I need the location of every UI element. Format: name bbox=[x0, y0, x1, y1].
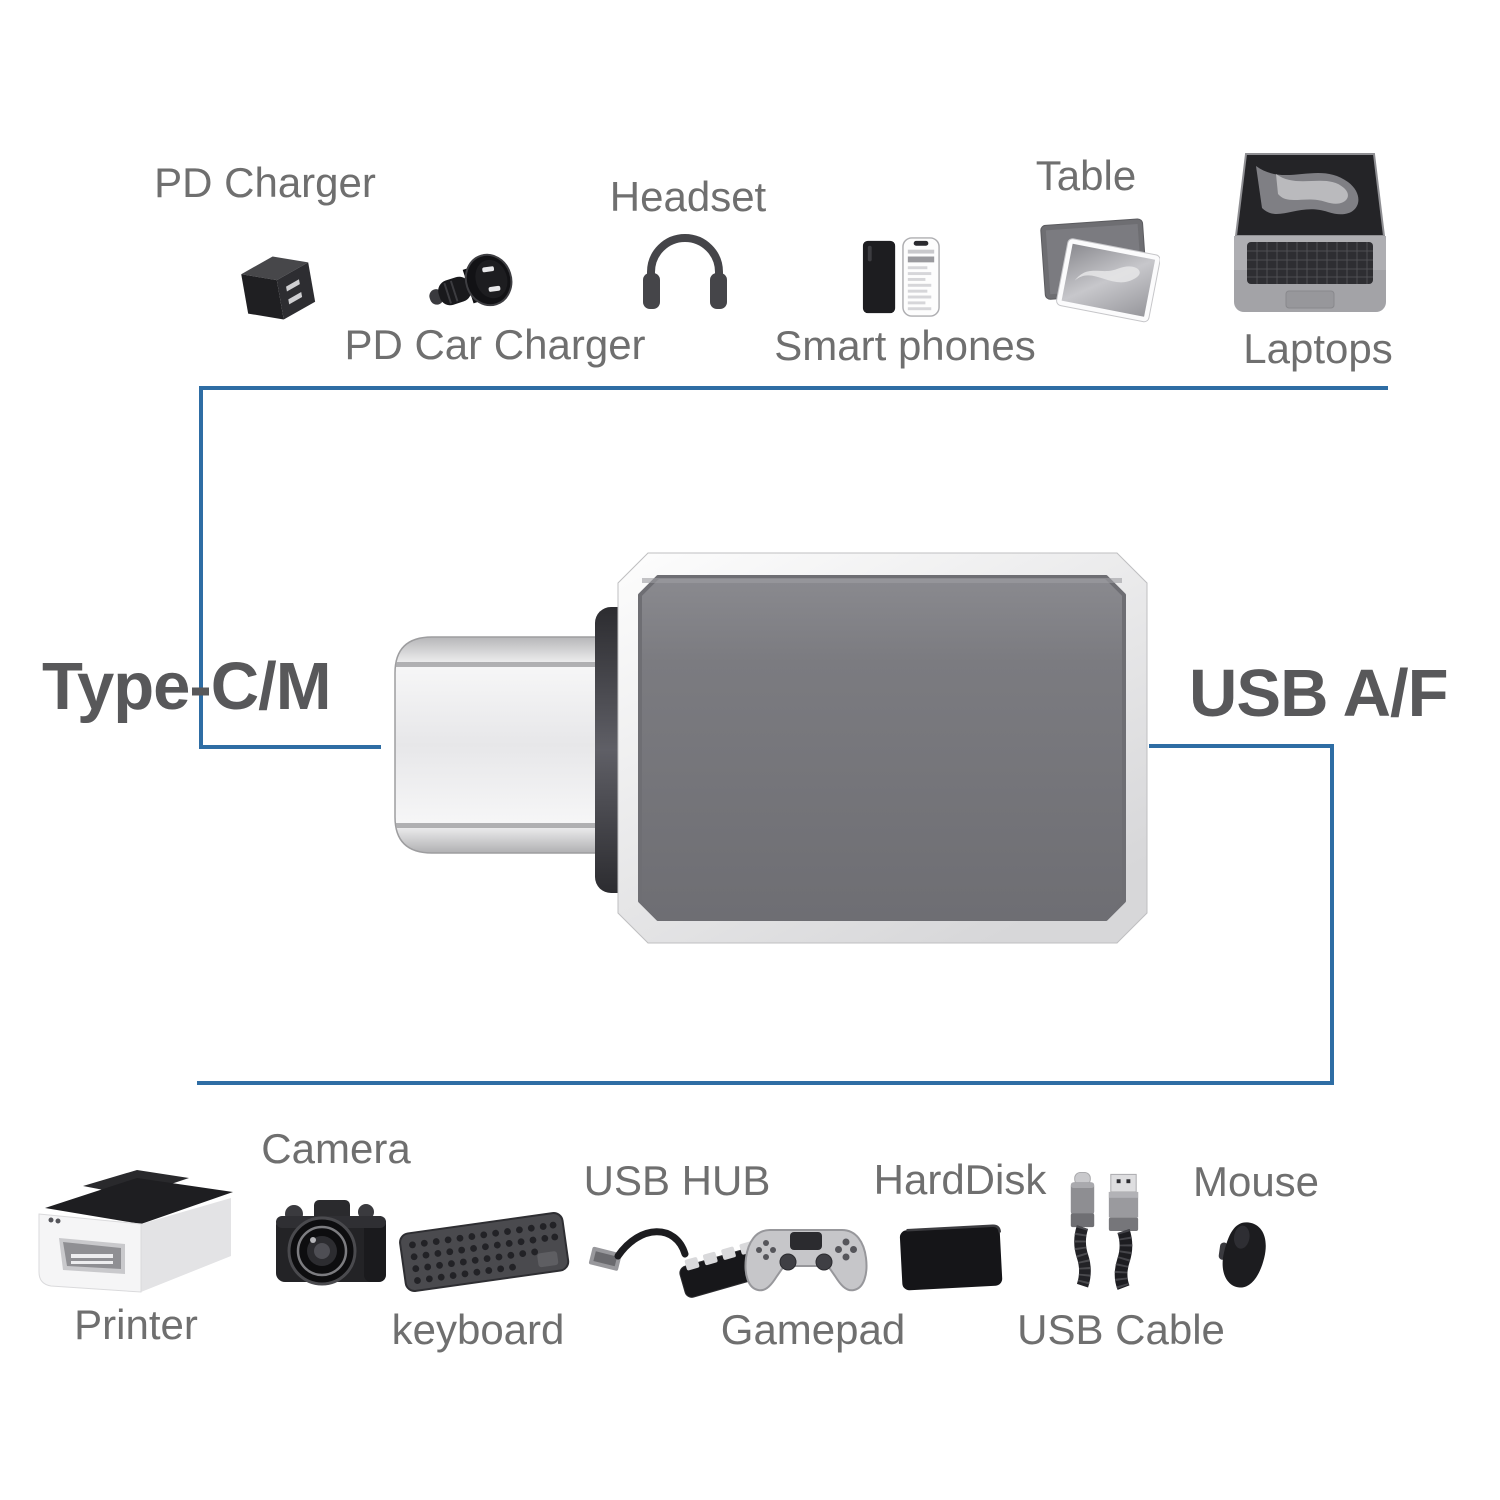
tablet-label: Table bbox=[1035, 152, 1137, 199]
bracket-left-stub bbox=[199, 745, 381, 749]
pd-car-charger-label: PD Car Charger bbox=[344, 321, 646, 368]
tablets-icon bbox=[1035, 212, 1160, 325]
camera-icon bbox=[270, 1190, 392, 1296]
usb-cable-icon bbox=[1062, 1170, 1144, 1292]
bracket-left-vertical bbox=[199, 386, 203, 749]
smart-phones-label: Smart phones bbox=[774, 322, 1036, 369]
printer-icon bbox=[25, 1162, 250, 1298]
usb-a-female-label: USB A/F bbox=[1189, 656, 1449, 731]
usb-hub-icon bbox=[588, 1212, 766, 1306]
usb-hub-label: USB HUB bbox=[583, 1157, 771, 1204]
smartphones-icon bbox=[860, 235, 942, 319]
laptop-icon bbox=[1226, 150, 1394, 318]
keyboard-icon bbox=[398, 1205, 570, 1297]
usb-c-to-usb-a-adapter-figure bbox=[390, 545, 1150, 945]
harddisk-icon bbox=[895, 1218, 1007, 1296]
gamepad-icon bbox=[740, 1216, 872, 1302]
camera-label: Camera bbox=[261, 1125, 411, 1172]
keyboard-label: keyboard bbox=[391, 1306, 565, 1353]
bracket-right-stub bbox=[1149, 744, 1334, 748]
usb-cable-label: USB Cable bbox=[1017, 1306, 1225, 1353]
type-c-plug bbox=[394, 636, 618, 854]
pd-charger-label: PD Charger bbox=[154, 159, 376, 206]
printer-label: Printer bbox=[74, 1301, 198, 1348]
car-charger-icon bbox=[425, 250, 515, 322]
laptops-label: Laptops bbox=[1243, 325, 1393, 372]
type-c-male-label: Type-C/M bbox=[42, 649, 332, 724]
headset-icon bbox=[636, 226, 734, 316]
adapter-body bbox=[617, 552, 1148, 944]
bracket-right-vertical bbox=[1330, 744, 1334, 1085]
harddisk-label: HardDisk bbox=[873, 1156, 1047, 1203]
headset-label: Headset bbox=[609, 173, 767, 220]
wall-charger-icon bbox=[228, 246, 328, 328]
gamepad-label: Gamepad bbox=[720, 1306, 906, 1353]
mouse-label: Mouse bbox=[1192, 1158, 1320, 1205]
mouse-icon bbox=[1216, 1218, 1272, 1294]
bracket-top-line bbox=[199, 386, 1388, 390]
bracket-bottom-line bbox=[197, 1081, 1334, 1085]
